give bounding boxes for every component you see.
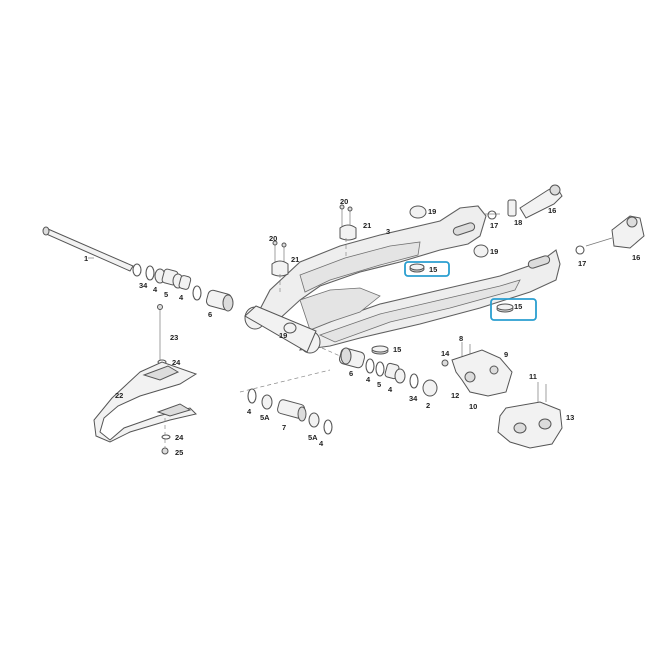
- callout-16-upper: 16: [548, 206, 556, 215]
- callout-13: 13: [566, 413, 574, 422]
- lower-bearing-set[interactable]: [239, 369, 333, 435]
- callout-15-upper: 15: [429, 265, 437, 274]
- callout-22: 22: [115, 391, 123, 400]
- callout-6-right: 6: [349, 369, 353, 378]
- pad-15-lower[interactable]: [371, 345, 389, 355]
- callout-11: 11: [529, 372, 537, 381]
- right-pivot-hardware[interactable]: [321, 347, 438, 397]
- callout-24-upper: 24: [172, 358, 181, 367]
- end-cap-middle[interactable]: [473, 244, 489, 258]
- callout-5-left: 5: [164, 290, 168, 299]
- callout-4-bottom-right: 4: [319, 439, 324, 448]
- callout-34-right: 34: [409, 394, 418, 403]
- callout-18: 18: [514, 218, 522, 227]
- callout-14: 14: [441, 349, 450, 358]
- callout-8: 8: [459, 334, 463, 343]
- lower-clamp-assembly[interactable]: [271, 240, 289, 292]
- callout-19-lower: 19: [279, 331, 287, 340]
- pad-15-upper[interactable]: [404, 261, 450, 277]
- callout-4-bottom-left: 4: [247, 407, 252, 416]
- left-pivot-hardware[interactable]: [132, 263, 234, 312]
- callout-17-upper: 17: [490, 221, 498, 230]
- callout-5A-right: 5A: [308, 433, 318, 442]
- callout-20-upper: 20: [340, 197, 348, 206]
- callout-17-lower: 17: [578, 259, 586, 268]
- callout-1: 1: [84, 254, 88, 263]
- callout-21-lower: 21: [291, 255, 299, 264]
- callout-23: 23: [170, 333, 178, 342]
- callout-4-right: 4: [366, 375, 371, 384]
- chain-adjuster-upper[interactable]: [484, 184, 563, 220]
- callout-19-upper: 19: [428, 207, 436, 216]
- callout-15-right: 15: [514, 302, 522, 311]
- caliper-guard[interactable]: [497, 382, 563, 449]
- caliper-bracket[interactable]: [441, 342, 513, 397]
- callout-9: 9: [504, 350, 508, 359]
- chain-slider-bolt[interactable]: [157, 304, 167, 365]
- end-cap-upper[interactable]: [409, 205, 427, 219]
- upper-clamp-assembly[interactable]: [339, 204, 357, 258]
- chain-adjuster-lower[interactable]: [575, 215, 645, 255]
- callout-12: 12: [451, 391, 459, 400]
- callout-34-left: 34: [139, 281, 148, 290]
- callout-4-left-b: 4: [179, 293, 184, 302]
- callout-15-lower: 15: [393, 345, 401, 354]
- callout-16-lower: 16: [632, 253, 640, 262]
- callout-21-upper: 21: [363, 221, 371, 230]
- callout-20-lower: 20: [269, 234, 277, 243]
- callout-24-lower: 24: [175, 433, 184, 442]
- callout-5-right: 5: [377, 380, 381, 389]
- callout-3: 3: [386, 227, 390, 236]
- callout-4-left: 4: [153, 285, 158, 294]
- end-cap-lower[interactable]: [283, 322, 297, 334]
- callout-5A-left: 5A: [260, 413, 270, 422]
- swingarm[interactable]: [244, 205, 561, 354]
- chain-slider[interactable]: [93, 361, 198, 443]
- chain-slider-lower-hardware[interactable]: [161, 418, 171, 455]
- callout-2: 2: [426, 401, 430, 410]
- swingarm-pivot-axle[interactable]: [42, 226, 134, 272]
- callout-19-middle: 19: [490, 247, 498, 256]
- pad-15-right[interactable]: [490, 298, 537, 321]
- callout-6-left: 6: [208, 310, 212, 319]
- callout-25: 25: [175, 448, 183, 457]
- callout-4-right-b: 4: [388, 385, 393, 394]
- callout-10: 10: [469, 402, 477, 411]
- callout-7: 7: [282, 423, 286, 432]
